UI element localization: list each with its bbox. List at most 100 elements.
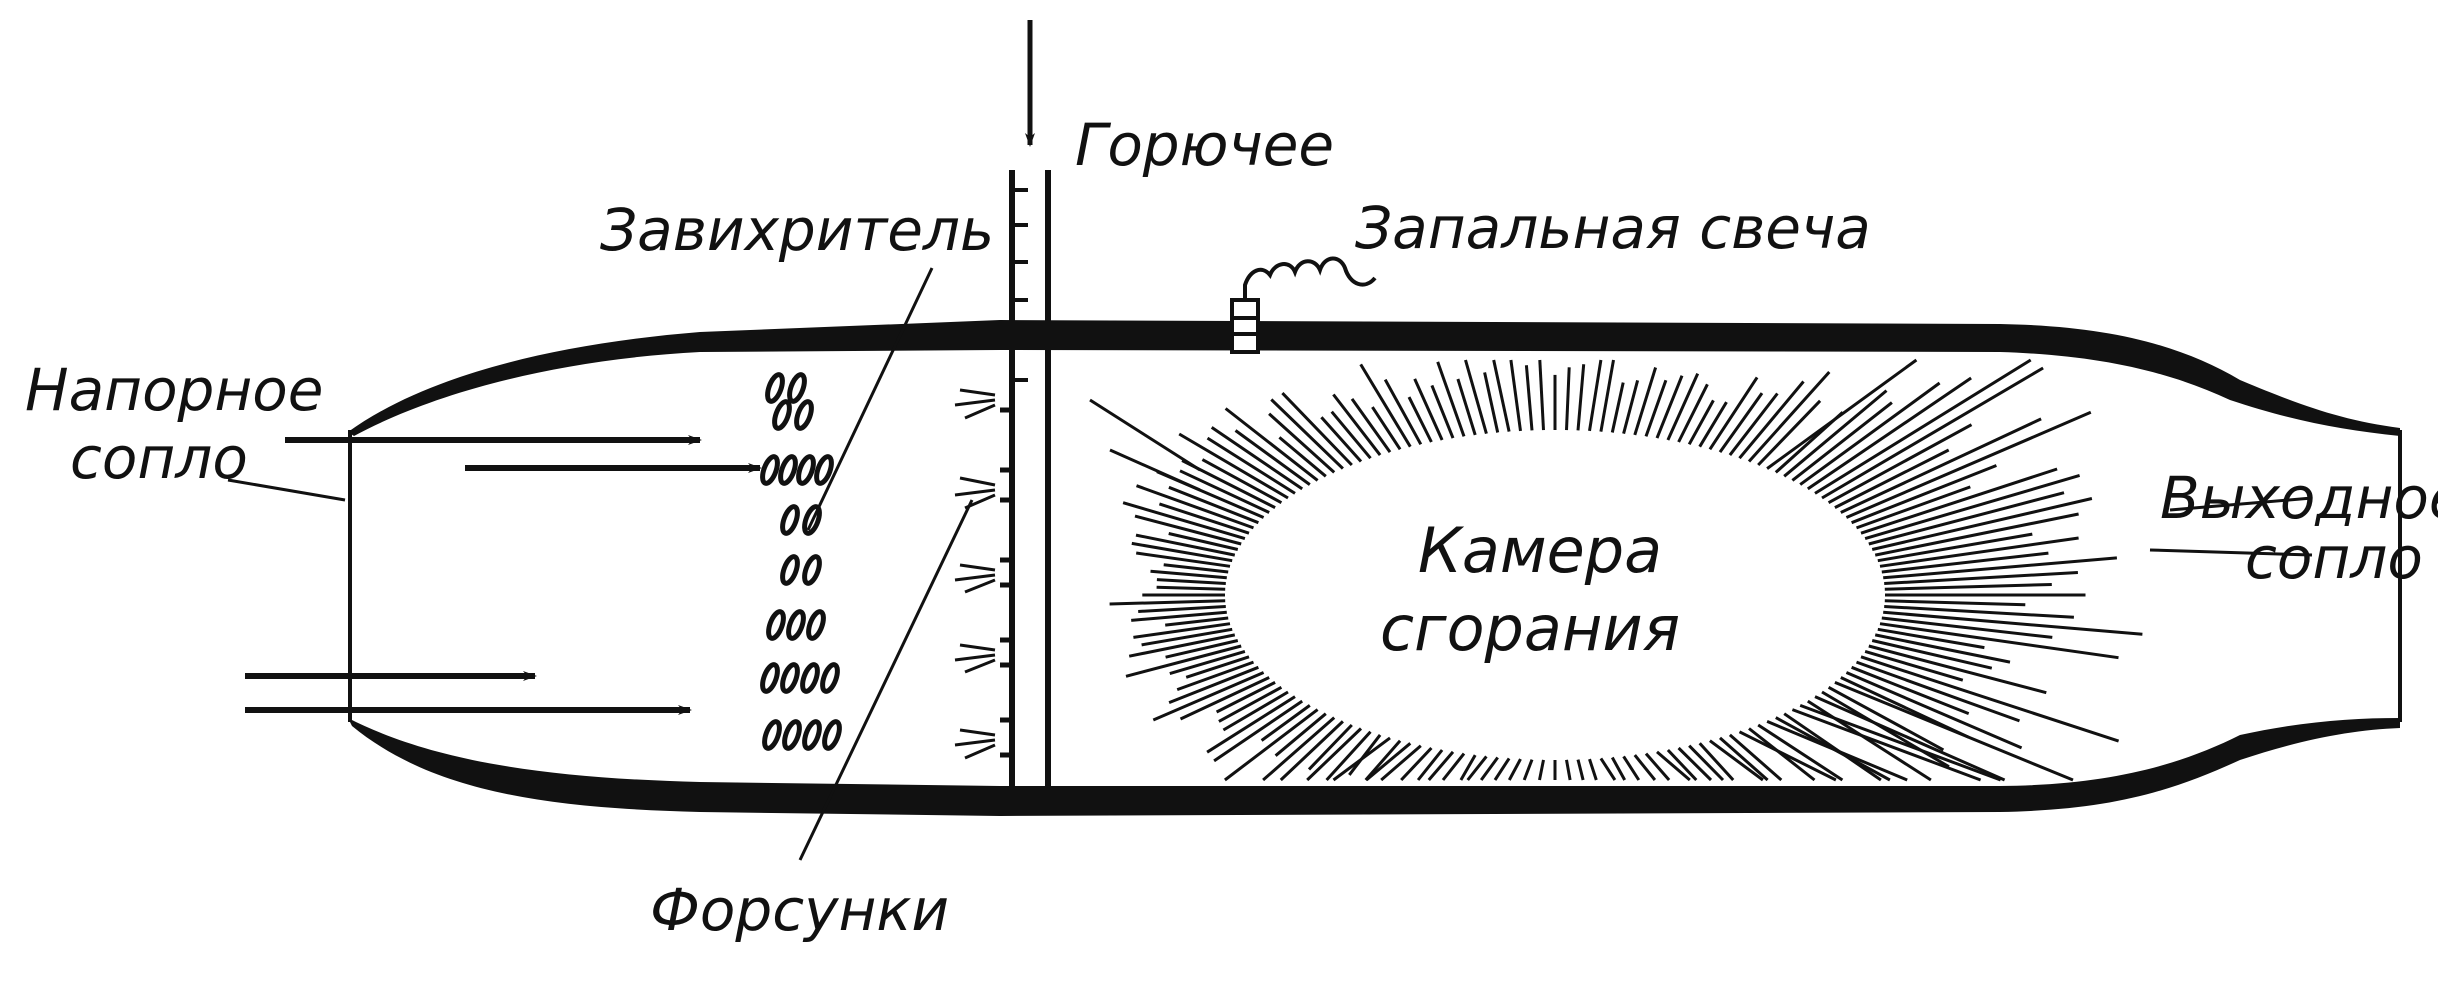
swirler-vanes [760, 372, 842, 751]
flame-ray [1168, 532, 1239, 551]
flame-ray [1719, 736, 1769, 782]
label-fuel: Горючее [1075, 111, 1334, 179]
flame-ray [1845, 410, 2092, 519]
flame-ray [1644, 752, 1671, 781]
flame-ray [1851, 464, 1997, 525]
flame-ray [1791, 401, 1893, 482]
flame-ray [1268, 412, 1336, 474]
flame-ray [1156, 585, 1226, 591]
flame-ray [1380, 744, 1422, 782]
flame-ray [1262, 716, 1336, 782]
flame-ray [1655, 375, 1684, 439]
flame-ray [1456, 378, 1477, 436]
flame-ray [1728, 733, 1783, 782]
flame-ray [1757, 723, 1844, 782]
flame-ray [1644, 379, 1668, 437]
injector-spray [954, 476, 996, 510]
flame-ray [1633, 754, 1657, 781]
flame-ray [1260, 704, 1311, 742]
swirler-vane [782, 719, 802, 751]
flame-ray [1400, 746, 1433, 782]
swirler-vane [778, 454, 798, 486]
flame-ray [1163, 563, 1229, 574]
label-swirler: Завихритель [600, 196, 994, 264]
flame-ray [1168, 665, 1259, 704]
fuel-pipe [1000, 20, 1051, 790]
flame-ray [1483, 372, 1500, 433]
flame-ray [1279, 720, 1344, 782]
flame-ray [1666, 372, 1700, 441]
swirler-vane [766, 609, 786, 641]
flame-ray [1332, 393, 1382, 457]
flame-ray [1325, 730, 1372, 782]
flame-ray [1165, 616, 1229, 627]
flame-ray [1864, 649, 1964, 682]
flame-ray [1588, 359, 1603, 432]
flame-ray [1165, 639, 1239, 659]
flame-ray [1565, 367, 1571, 431]
flame-ray [1884, 571, 2078, 585]
flame-ray [1350, 398, 1392, 453]
injector-sprays [954, 388, 996, 760]
flame-ray [1879, 536, 2079, 568]
swirler-vane [802, 554, 822, 586]
leader-lines [227, 267, 2313, 861]
swirler-vane [802, 504, 822, 536]
top-wall [348, 320, 2400, 436]
pipe-ticks [1012, 188, 1028, 382]
flame-ray [1806, 376, 1972, 491]
flame-ray [1687, 399, 1715, 446]
flame-ray [1479, 756, 1499, 781]
swirler-vane [760, 454, 780, 486]
flame-ray [1122, 501, 1246, 541]
flame-ray [1840, 417, 2042, 514]
flame-ray [1348, 733, 1382, 776]
label-inlet-line2: сопло [70, 424, 248, 492]
outlet-leader-1 [2169, 496, 2313, 512]
flame-ray [1441, 752, 1466, 781]
flame-ray [1610, 756, 1627, 781]
swirler-vane [796, 454, 816, 486]
injector-spray [954, 388, 996, 420]
flame-ray [1874, 633, 2011, 664]
outlet-leader-2 [2149, 548, 2313, 557]
flame-ray [1868, 644, 2047, 695]
flame-ray [1860, 467, 2058, 535]
flame-ray [1855, 660, 2021, 723]
flame-ray [1307, 723, 1353, 771]
flame-ray [1884, 605, 2074, 619]
flame-ray [1806, 699, 1932, 782]
flame-ray [1371, 406, 1402, 451]
flame-ray [1089, 398, 1201, 472]
flame-ray [1135, 533, 1236, 557]
swirler-vane [794, 399, 814, 431]
flame-ray [1845, 671, 2023, 750]
flame-ray [1436, 361, 1466, 437]
swirler-vane [762, 719, 782, 751]
flame-ray [1633, 367, 1658, 436]
flame-ray [1874, 512, 2079, 557]
flame-ray [1738, 380, 1805, 460]
spark-plug-wire [1243, 256, 1377, 300]
flame-ray [1588, 758, 1598, 781]
flame-ray [1884, 599, 2026, 607]
flame-ray [1834, 448, 1950, 509]
flame-ray [1413, 378, 1444, 441]
swirler-vane [822, 719, 842, 751]
bottom-wall [348, 718, 2400, 816]
flame-ray [1407, 396, 1433, 443]
flame-ray [1138, 605, 1226, 613]
flame-ray [1688, 744, 1725, 782]
spark-plug [1230, 256, 1377, 354]
label-outlet-line1: Выходное [2160, 464, 2438, 532]
flame-ray [1464, 359, 1488, 435]
flame-ray [1213, 699, 1304, 763]
flame-ray [1278, 436, 1327, 478]
flame-ray [1131, 610, 1227, 622]
flame-ray [1834, 681, 2074, 782]
flame-ray [1210, 426, 1304, 491]
flame-ray [1135, 484, 1255, 530]
swirler-vane [814, 454, 834, 486]
flame-ray [1206, 695, 1296, 754]
flame-ray [1270, 398, 1344, 470]
